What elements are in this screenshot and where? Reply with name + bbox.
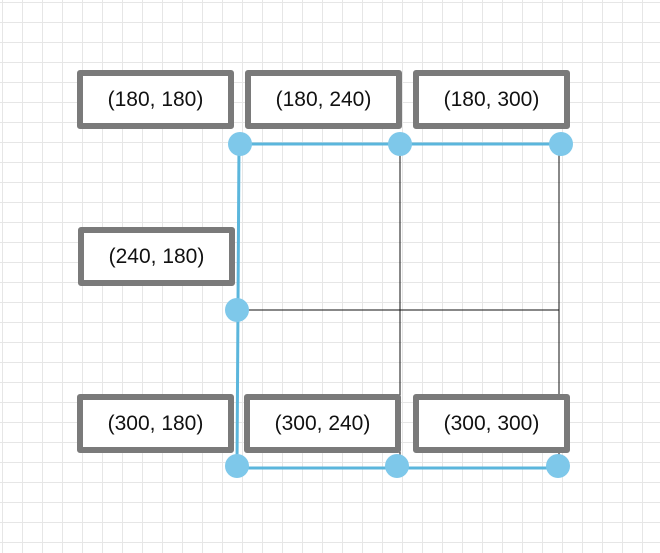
handle-top-left[interactable] xyxy=(228,132,252,156)
handle-bottom-left[interactable] xyxy=(225,454,249,478)
handle-bottom-right[interactable] xyxy=(546,454,570,478)
coord-label-300-300[interactable]: (300, 300) xyxy=(413,394,570,453)
handle-top-right[interactable] xyxy=(549,132,573,156)
handle-top-middle[interactable] xyxy=(388,132,412,156)
coord-label-300-180[interactable]: (300, 180) xyxy=(77,394,234,453)
coord-label-300-240[interactable]: (300, 240) xyxy=(244,394,401,453)
coord-label-180-300[interactable]: (180, 300) xyxy=(413,70,570,129)
coord-label-180-240[interactable]: (180, 240) xyxy=(245,70,402,129)
coord-label-240-180[interactable]: (240, 180) xyxy=(78,227,235,286)
handle-bottom-middle[interactable] xyxy=(385,454,409,478)
handle-middle-left[interactable] xyxy=(225,298,249,322)
coord-label-180-180[interactable]: (180, 180) xyxy=(77,70,234,129)
